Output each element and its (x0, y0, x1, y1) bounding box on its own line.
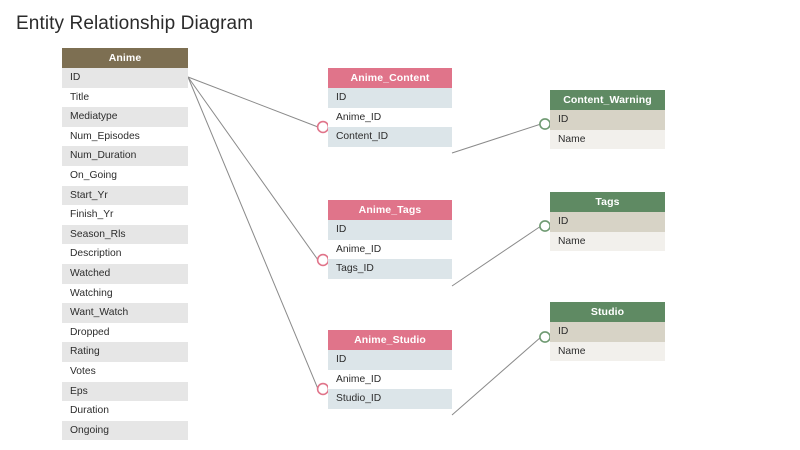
field-anime-id: ID (62, 68, 188, 88)
pk-marker-tags (539, 220, 551, 232)
entity-anime-content[interactable]: Anime_Content ID Anime_ID Content_ID (328, 68, 452, 147)
connector-anime-to-anime-content (187, 76, 319, 128)
connector-anime-tags-to-tags (451, 225, 542, 287)
field-anime-want-watch: Want_Watch (62, 303, 188, 323)
field-anime-tags-anime-id: Anime_ID (328, 239, 452, 260)
field-anime-tags-id: ID (328, 220, 452, 240)
field-anime-dropped: Dropped (62, 322, 188, 343)
entity-content-warning-title: Content_Warning (550, 90, 665, 110)
field-anime-title: Title (62, 87, 188, 108)
entity-tags[interactable]: Tags ID Name (550, 192, 665, 252)
pk-marker-studio (539, 331, 551, 343)
field-anime-finish-yr: Finish_Yr (62, 205, 188, 225)
field-tags-name: Name (550, 231, 665, 252)
field-anime-on-going: On_Going (62, 165, 188, 186)
field-anime-content-id: ID (328, 88, 452, 108)
field-anime-duration: Duration (62, 401, 188, 421)
field-anime-tags-tags-id: Tags_ID (328, 259, 452, 279)
field-anime-mediatype: Mediatype (62, 107, 188, 127)
fk-marker-anime-studio (316, 382, 330, 396)
field-anime-eps: Eps (62, 381, 188, 402)
field-tags-id: ID (550, 212, 665, 232)
pk-marker-content-warning (539, 118, 551, 130)
field-anime-studio-anime-id: Anime_ID (328, 369, 452, 390)
field-anime-watching: Watching (62, 283, 188, 304)
connector-anime-content-to-content-warning (451, 123, 542, 154)
field-anime-season-rls: Season_Rls (62, 224, 188, 245)
field-anime-description: Description (62, 244, 188, 264)
connector-anime-to-anime-tags (187, 76, 319, 261)
entity-anime-tags-title: Anime_Tags (328, 200, 452, 220)
field-anime-start-yr: Start_Yr (62, 185, 188, 206)
field-anime-content-content-id: Content_ID (328, 127, 452, 147)
field-anime-num-episodes: Num_Episodes (62, 126, 188, 147)
entity-anime-title: Anime (62, 48, 188, 68)
entity-content-warning[interactable]: Content_Warning ID Name (550, 90, 665, 150)
field-anime-studio-id: ID (328, 350, 452, 370)
entity-anime[interactable]: Anime ID Title Mediatype Num_Episodes Nu… (62, 48, 188, 441)
entity-anime-tags[interactable]: Anime_Tags ID Anime_ID Tags_ID (328, 200, 452, 279)
field-studio-name: Name (550, 341, 665, 362)
field-anime-watched: Watched (62, 263, 188, 284)
entity-anime-studio[interactable]: Anime_Studio ID Anime_ID Studio_ID (328, 330, 452, 409)
connector-anime-studio-to-studio (451, 336, 542, 416)
field-anime-studio-studio-id: Studio_ID (328, 389, 452, 409)
field-anime-ongoing: Ongoing (62, 420, 188, 441)
field-content-warning-name: Name (550, 129, 665, 150)
fk-marker-anime-content (316, 120, 330, 134)
field-anime-rating: Rating (62, 342, 188, 362)
entity-studio-title: Studio (550, 302, 665, 322)
field-anime-votes: Votes (62, 361, 188, 382)
entity-tags-title: Tags (550, 192, 665, 212)
field-studio-id: ID (550, 322, 665, 342)
entity-studio[interactable]: Studio ID Name (550, 302, 665, 362)
field-anime-num-duration: Num_Duration (62, 146, 188, 166)
field-anime-content-anime-id: Anime_ID (328, 107, 452, 128)
page-title: Entity Relationship Diagram (16, 13, 254, 34)
entity-anime-studio-title: Anime_Studio (328, 330, 452, 350)
entity-anime-content-title: Anime_Content (328, 68, 452, 88)
field-content-warning-id: ID (550, 110, 665, 130)
fk-marker-anime-tags (316, 253, 330, 267)
connector-anime-to-anime-studio (187, 76, 319, 390)
